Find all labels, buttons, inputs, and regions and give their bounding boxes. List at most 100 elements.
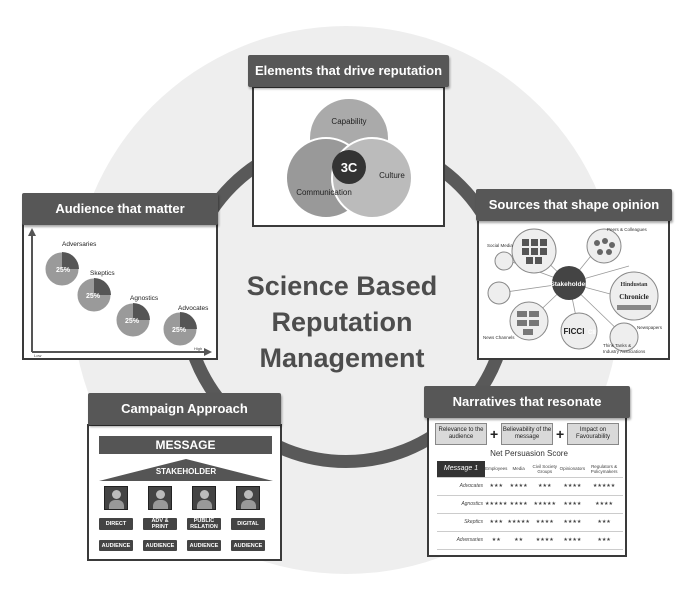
channel-digital: DIGITAL [231,518,265,530]
rating-cell: ★★★★★ [507,513,530,532]
column-header: Media [507,461,530,478]
table-row: Adversaries ★★ ★★ ★★★★ ★★★★ ★★★ [437,531,623,550]
think-tanks-node [609,322,639,352]
y-axis-arrow [28,228,36,236]
narratives-panel: Relevance to the audience + Believabilit… [427,415,627,557]
message-label: Message 1 [437,461,485,478]
rating-cell: ★★★ [485,477,508,496]
center-title: Science Based Reputation Management [212,268,472,376]
message-bar: MESSAGE [99,436,272,454]
row-label: Agnostics [437,495,485,514]
table-row: Agnostics ★★★★★ ★★★★ ★★★★★ ★★★★ ★★★★ [437,495,623,514]
center-title-line-3: Management [259,343,425,373]
impact-box: Impact on Favourability [567,423,619,445]
social-icons [522,239,547,264]
column-header: Opinionators [559,461,586,478]
core-label: 3C [341,160,358,175]
table-row: Skeptics ★★★ ★★★★★ ★★★★ ★★★★ ★★★ [437,513,623,532]
column-header: Regulators & Policymakers [585,461,623,478]
skeptics-group: Skeptics 25% [76,270,115,313]
center-title-line-2: Reputation [271,307,413,337]
social-media-label: Social Media [487,243,513,248]
table-row: Advocates ★★★ ★★★★ ★★★ ★★★★ ★★★★★ [437,477,623,496]
peers-node [586,228,622,264]
stakeholder-label: Stakeholder [550,281,588,288]
rating-cell: ★★★★ [559,495,586,514]
associations-node [560,312,598,350]
rating-cell: ★★★ [585,513,623,532]
agnostics-group: Agnostics 25% [115,295,159,338]
audience-pill-2: AUDIENCE [143,540,177,551]
communication-label: Communication [296,188,352,197]
peers-icons [594,238,615,255]
x-axis-high: High [194,346,202,351]
rating-cell: ★★★ [529,477,560,496]
stakeholder-heading: STAKEHOLDER [155,467,217,476]
rating-cell: ★★★★ [559,531,586,550]
table-header-row: Message 1 Employees Media Civil Society … [437,461,623,478]
campaign-panel: MESSAGE STAKEHOLDER DIRECT ADV & PRINT P… [87,424,282,561]
stakeholder-icon-1 [104,486,128,510]
rating-cell: ★★★★ [529,513,560,532]
sources-network: Hindustan Chronicle FICCI CII Stakeholde… [483,227,663,354]
advocates-group: Advocates 25% [162,305,209,347]
rating-cell: ★★★★ [559,513,586,532]
rating-cell: ★★★★★ [585,477,623,496]
stakeholder-roof [99,459,273,481]
center-title-line-1: Science Based [246,271,438,301]
stakeholder-icon-4 [236,486,260,510]
rating-cell: ★★★★ [559,477,586,496]
column-header: Employees [485,461,508,478]
misc-node-1 [487,281,511,305]
news-channels-label: News Channels [483,335,515,340]
rating-cell: ★★★★ [585,495,623,514]
elements-panel: Capability Culture Communication 3C [252,86,445,227]
stakeholder-icon-2 [148,486,172,510]
stakeholder-hub [552,266,586,300]
audience-chart: Low High Adversaries 25% Skeptics 25% Ag… [28,228,212,358]
channel-direct: DIRECT [99,518,133,530]
culture-label: Culture [379,171,405,180]
plus-sign-2: + [556,426,565,442]
column-header: Civil Society Groups [529,461,560,478]
rating-cell: ★★★★ [529,531,560,550]
associations-label: Industry Associations [603,349,646,354]
audience-pill-4: AUDIENCE [231,540,265,551]
capability-label: Capability [331,117,366,126]
adversaries-group: Adversaries 25% [44,241,97,287]
audience-pill-3: AUDIENCE [187,540,221,551]
rating-cell: ★★★★★ [529,495,560,514]
newspaper-strip [617,305,651,310]
misc-node-2 [494,251,514,271]
rating-cell: ★★★ [585,531,623,550]
cii-logo: CII [588,330,596,336]
core-circle [332,150,366,184]
rating-cell: ★★ [507,531,530,550]
audience-panel: Low High Adversaries 25% Skeptics 25% Ag… [22,222,218,360]
audience-pill-1: AUDIENCE [99,540,133,551]
chronicle-logo: Chronicle [619,293,648,301]
advocates-label: Advocates [178,305,209,312]
rating-cell: ★★★★ [507,477,530,496]
audience-title: Audience that matter [22,193,218,225]
sources-panel: Hindustan Chronicle FICCI CII Stakeholde… [477,219,670,360]
persuasion-table: Message 1 Employees Media Civil Society … [437,461,623,550]
rating-cell: ★★★★★ [485,495,508,514]
stakeholder-icon-3 [192,486,216,510]
elements-title: Elements that drive reputation [248,55,449,87]
row-label: Skeptics [437,513,485,532]
advocates-pct: 25% [172,327,187,334]
think-tanks-label: Think Tanks & [603,343,631,348]
agnostics-label: Agnostics [130,295,159,302]
narratives-title: Narratives that resonate [424,386,630,418]
ficci-logo: FICCI [564,327,585,336]
x-axis-low: Low [34,353,41,358]
sources-title: Sources that shape opinion [476,189,672,221]
rating-cell: ★★ [485,531,508,550]
rating-cell: ★★★ [485,513,508,532]
hindustan-logo: Hindustan [620,282,648,288]
channel-public-relation: PUBLIC RELATION [187,518,221,530]
rating-cell: ★★★★ [507,495,530,514]
plus-sign-1: + [490,426,499,442]
believability-box: Believability of the message [501,423,553,445]
